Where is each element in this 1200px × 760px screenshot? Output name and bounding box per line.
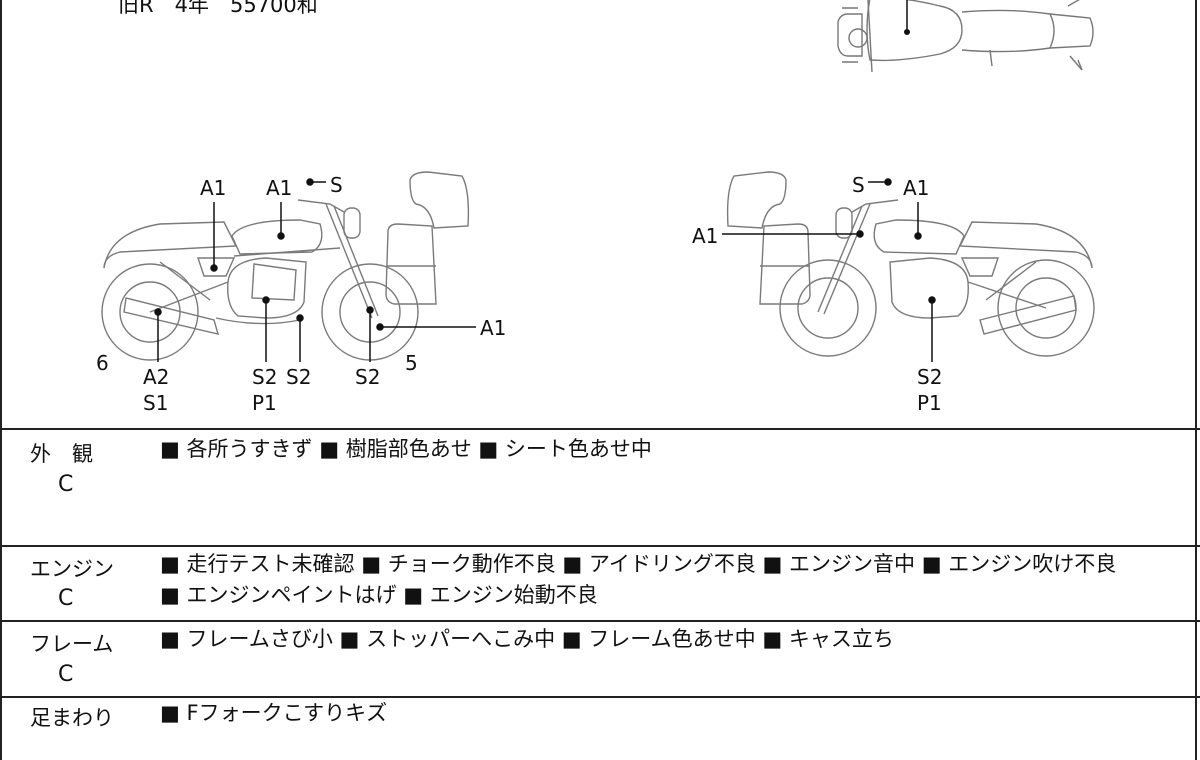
label-s-handle: S [330,173,343,197]
section-grade: C [58,662,74,687]
section-grade: C [58,472,74,497]
label-a2: A2 [143,365,169,389]
section-engine: エンジン C ■ 走行テスト未確認 ■ チョーク動作不良 ■ アイドリング不良 … [0,547,1200,620]
section-title: エンジン [30,557,114,581]
section-frame: フレーム C ■ フレームさび小 ■ ストッパーへこみ中 ■ フレーム色あせ中 … [0,622,1200,696]
divider [0,620,1200,622]
label-a1-left-tank: A1 [200,176,226,200]
divider [0,428,1200,430]
item-line: ■ 各所うすきず ■ 樹脂部色あせ ■ シート色あせ中 [160,437,652,461]
inspection-diagram: 旧R 4年 55700和 [96,0,1095,415]
item-line: ■ Fフォークこすりキズ [160,701,388,725]
left-leader-lines [154,178,476,362]
motorcycle-left-side [101,171,470,361]
label-s2-fork: S2 [355,365,380,389]
section-title: 外 観 [30,442,93,466]
section-items: ■ 走行テスト未確認 ■ チョーク動作不良 ■ アイドリング不良 ■ エンジン音… [160,549,1116,611]
label-a1-tank-right: A1 [903,176,929,200]
section-title: フレーム [30,632,114,656]
label-s2-exhaust: S2 [286,365,311,389]
divider [0,696,1200,698]
item-line: ■ エンジンペイントはげ ■ エンジン始動不良 [160,583,598,607]
section-suspension: 足まわり ■ Fフォークこすりキズ [0,698,1200,730]
label-p1-engine-right: P1 [917,391,942,415]
divider [0,545,1200,547]
right-leader-lines [722,178,936,362]
section-title: 足まわり [30,706,114,730]
label-a1-bag-right: A1 [692,224,718,248]
motorcycle-top-view [837,0,1094,73]
label-a1-front-wheel: A1 [480,316,506,340]
label-s2-engine: S2 [252,365,277,389]
section-items: ■ 各所うすきず ■ 樹脂部色あせ ■ シート色あせ中 [160,434,652,465]
label-s-handle-right: S [852,173,865,197]
label-s2-engine-right: S2 [917,365,942,389]
header-text: 旧R 4年 55700和 [118,0,318,17]
section-items: ■ フレームさび小 ■ ストッパーへこみ中 ■ フレーム色あせ中 ■ キャス立ち [160,624,894,655]
section-grade: C [58,586,74,611]
label-num-rear: 6 [96,351,109,375]
motorcycle-right-side [726,171,1095,357]
label-p1-engine: P1 [252,391,277,415]
label-s1: S1 [143,391,168,415]
label-num-front: 5 [405,351,418,375]
label-a1-top-tank: A1 [266,176,292,200]
item-line: ■ フレームさび小 ■ ストッパーへこみ中 ■ フレーム色あせ中 ■ キャス立ち [160,627,894,651]
section-exterior: 外 観 C ■ 各所うすきず ■ 樹脂部色あせ ■ シート色あせ中 [0,430,1200,545]
section-items: ■ Fフォークこすりキズ [160,698,387,729]
item-line: ■ 走行テスト未確認 ■ チョーク動作不良 ■ アイドリング不良 ■ エンジン音… [160,552,1117,576]
